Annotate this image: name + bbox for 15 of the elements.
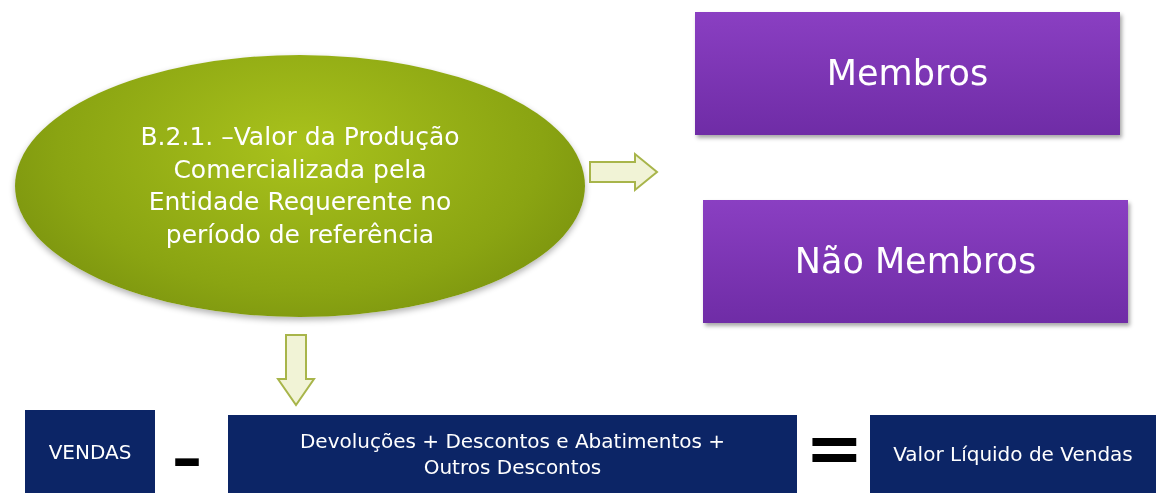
process-box xyxy=(25,410,155,493)
process-box xyxy=(703,200,1128,323)
equals-sign: = xyxy=(805,413,864,483)
process-box xyxy=(870,415,1156,493)
node-label: Devoluções + Descontos e Abatimentos + Outros Descontos xyxy=(298,428,727,480)
node-label: VENDAS xyxy=(48,438,132,465)
node-label: Valor Líquido de Vendas xyxy=(893,441,1133,467)
block-arrow xyxy=(589,151,659,193)
minus-sign: – xyxy=(172,428,202,488)
process-box xyxy=(695,12,1120,135)
node-label: B.2.1. –Valor da Produção Comercializada pela Entidade Requerente no período de referência xyxy=(139,121,461,251)
node-label: Não Membros xyxy=(794,239,1037,283)
process-box xyxy=(228,415,797,493)
block-arrow xyxy=(276,334,316,407)
node-label: Membros xyxy=(826,51,989,95)
